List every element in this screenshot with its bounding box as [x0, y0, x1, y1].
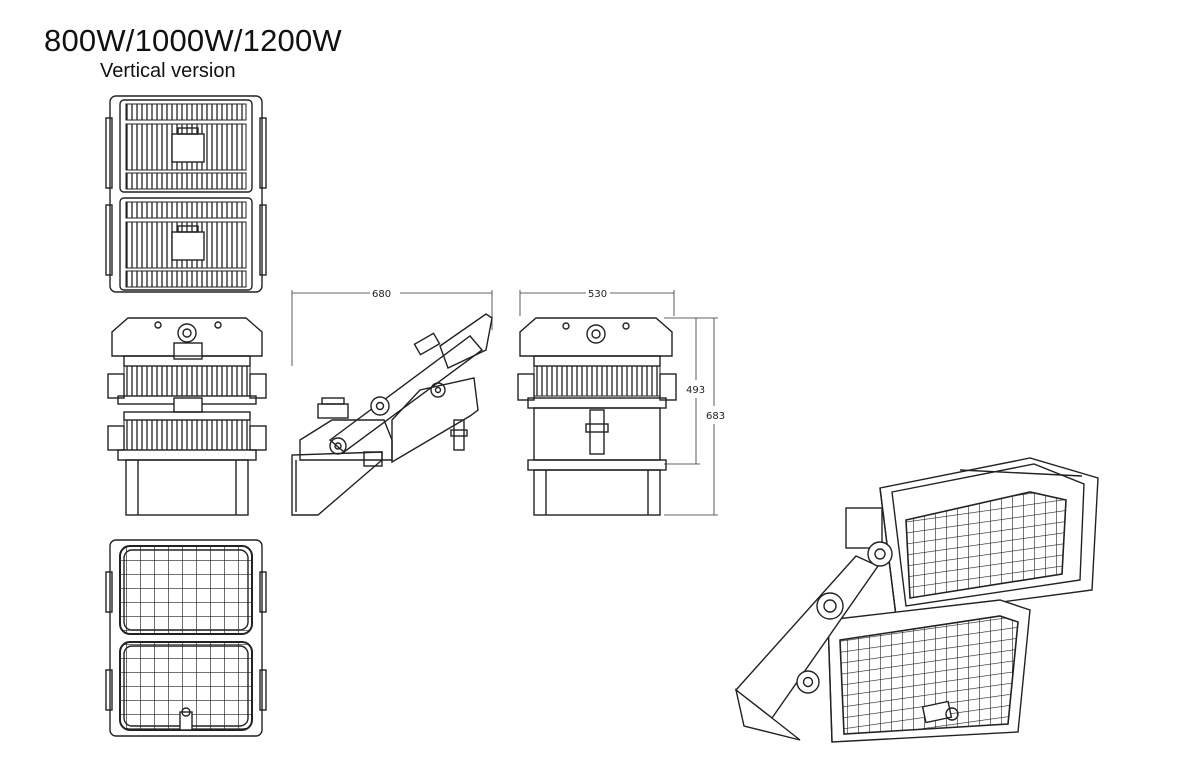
front-view-right: 530 493 683 — [517, 289, 725, 516]
dim-module-height: 493 — [686, 385, 705, 396]
front-view-left — [107, 317, 267, 516]
page-subtitle: Vertical version — [100, 60, 236, 82]
bottom-view — [105, 539, 267, 737]
dim-side-width: 680 — [372, 289, 391, 300]
dim-total-height: 683 — [706, 411, 725, 422]
page-title: 800W/1000W/1200W — [44, 23, 342, 58]
top-view — [105, 95, 267, 293]
dim-front-width: 530 — [588, 289, 607, 300]
side-view: 680 — [291, 289, 493, 516]
isometric-view — [734, 457, 1099, 743]
